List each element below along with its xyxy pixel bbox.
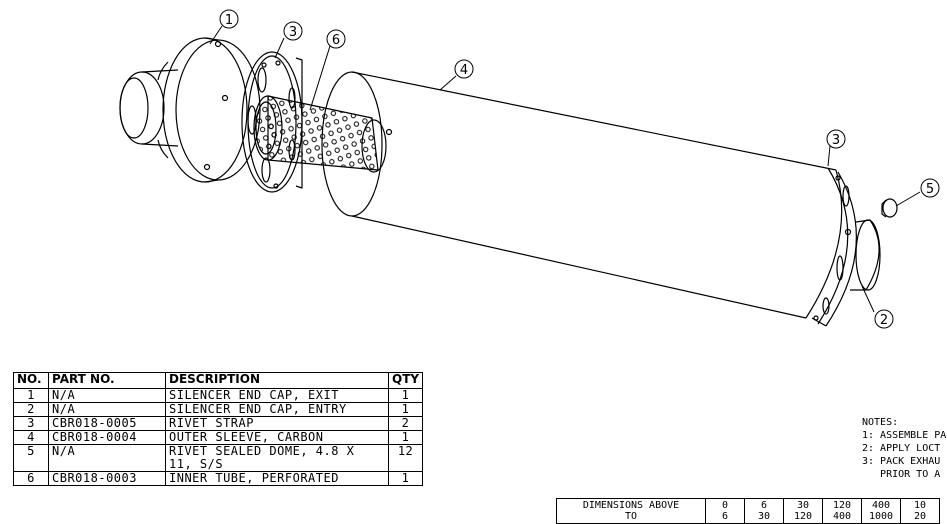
bom-part-no: CBR018-0003 xyxy=(48,471,166,486)
bom-header-qty: QTY xyxy=(387,372,424,389)
svg-text:6: 6 xyxy=(332,33,340,48)
svg-text:5: 5 xyxy=(926,182,934,197)
rivet-dome-part xyxy=(881,198,898,218)
rivet-strap-right-part xyxy=(811,167,857,327)
bom-qty: 1 xyxy=(387,471,424,486)
bom-header-no: NO. xyxy=(13,372,49,389)
bom-description: INNER TUBE, PERFORATED xyxy=(165,471,389,486)
notes-title: NOTES: xyxy=(862,417,899,428)
balloon-2: 2 xyxy=(874,309,894,329)
bom-qty: 12 xyxy=(387,444,424,472)
note-line: 1: ASSEMBLE PA xyxy=(862,430,947,441)
balloon-1: 1 xyxy=(219,9,239,29)
bom-part-no: CBR018-0004 xyxy=(48,430,166,445)
bom-part-no: N/A xyxy=(48,402,166,417)
bom-part-no: N/A xyxy=(48,388,166,403)
bom-description: OUTER SLEEVE, CARBON xyxy=(165,430,389,445)
bom-header-row: NO. PART NO. DESCRIPTION QTY xyxy=(13,372,424,389)
bom-header-description: DESCRIPTION xyxy=(165,372,389,389)
svg-text:3: 3 xyxy=(289,25,297,40)
leader-lines xyxy=(209,25,921,313)
bom-part-no: CBR018-0005 xyxy=(48,416,166,431)
bom-qty: 1 xyxy=(387,402,424,417)
svg-text:1: 1 xyxy=(225,13,233,28)
balloon-3-left: 3 xyxy=(283,21,303,41)
table-row: 4 CBR018-0004 OUTER SLEEVE, CARBON 1 xyxy=(13,430,424,445)
bom-no: 4 xyxy=(13,430,49,445)
table-row: 6 CBR018-0003 INNER TUBE, PERFORATED 1 xyxy=(13,471,424,486)
bom-qty: 1 xyxy=(387,388,424,403)
note-line: 2: APPLY LOCT xyxy=(862,443,941,454)
bom-description: RIVET SEALED DOME, 4.8 X 11, S/S xyxy=(165,444,389,472)
outer-sleeve-part xyxy=(321,71,852,319)
balloon-5: 5 xyxy=(920,178,940,198)
bom-qty: 1 xyxy=(387,430,424,445)
bom-no: 2 xyxy=(13,402,49,417)
table-row: 1 N/A SILENCER END CAP, EXIT 1 xyxy=(13,388,424,403)
balloon-3-right: 3 xyxy=(826,129,846,149)
part-balloons: 1 3 6 4 3 5 2 xyxy=(219,9,940,329)
bom-qty: 2 xyxy=(387,416,424,431)
bom-description: SILENCER END CAP, EXIT xyxy=(165,388,389,403)
svg-text:2: 2 xyxy=(880,313,888,328)
entry-end-cap-part xyxy=(850,219,881,291)
svg-text:4: 4 xyxy=(460,63,468,78)
note-line: 3: PACK EXHAU xyxy=(862,456,941,467)
table-row: 5 N/A RIVET SEALED DOME, 4.8 X 11, S/S 1… xyxy=(13,444,424,472)
perforated-inner-tube-part xyxy=(253,95,387,173)
exit-end-cap-part xyxy=(119,37,261,183)
bom-no: 5 xyxy=(13,444,49,472)
bom-description: RIVET STRAP xyxy=(165,416,389,431)
bom-no: 6 xyxy=(13,471,49,486)
svg-text:3: 3 xyxy=(832,133,840,148)
balloon-6: 6 xyxy=(326,29,346,49)
table-row: 3 CBR018-0005 RIVET STRAP 2 xyxy=(13,416,424,431)
note-line: PRIOR TO A xyxy=(862,469,941,480)
bom-header-part-no: PART NO. xyxy=(48,372,166,389)
bom-description: SILENCER END CAP, ENTRY xyxy=(165,402,389,417)
bom-no: 3 xyxy=(13,416,49,431)
bom-no: 1 xyxy=(13,388,49,403)
table-row: 2 N/A SILENCER END CAP, ENTRY 1 xyxy=(13,402,424,417)
bom-part-no: N/A xyxy=(48,444,166,472)
balloon-4: 4 xyxy=(454,59,474,79)
bill-of-materials-table: NO. PART NO. DESCRIPTION QTY 1 N/A SILEN… xyxy=(13,372,424,486)
drawing-notes: NOTES: 1: ASSEMBLE PA 2: APPLY LOCT 3: PACK… xyxy=(862,416,946,481)
